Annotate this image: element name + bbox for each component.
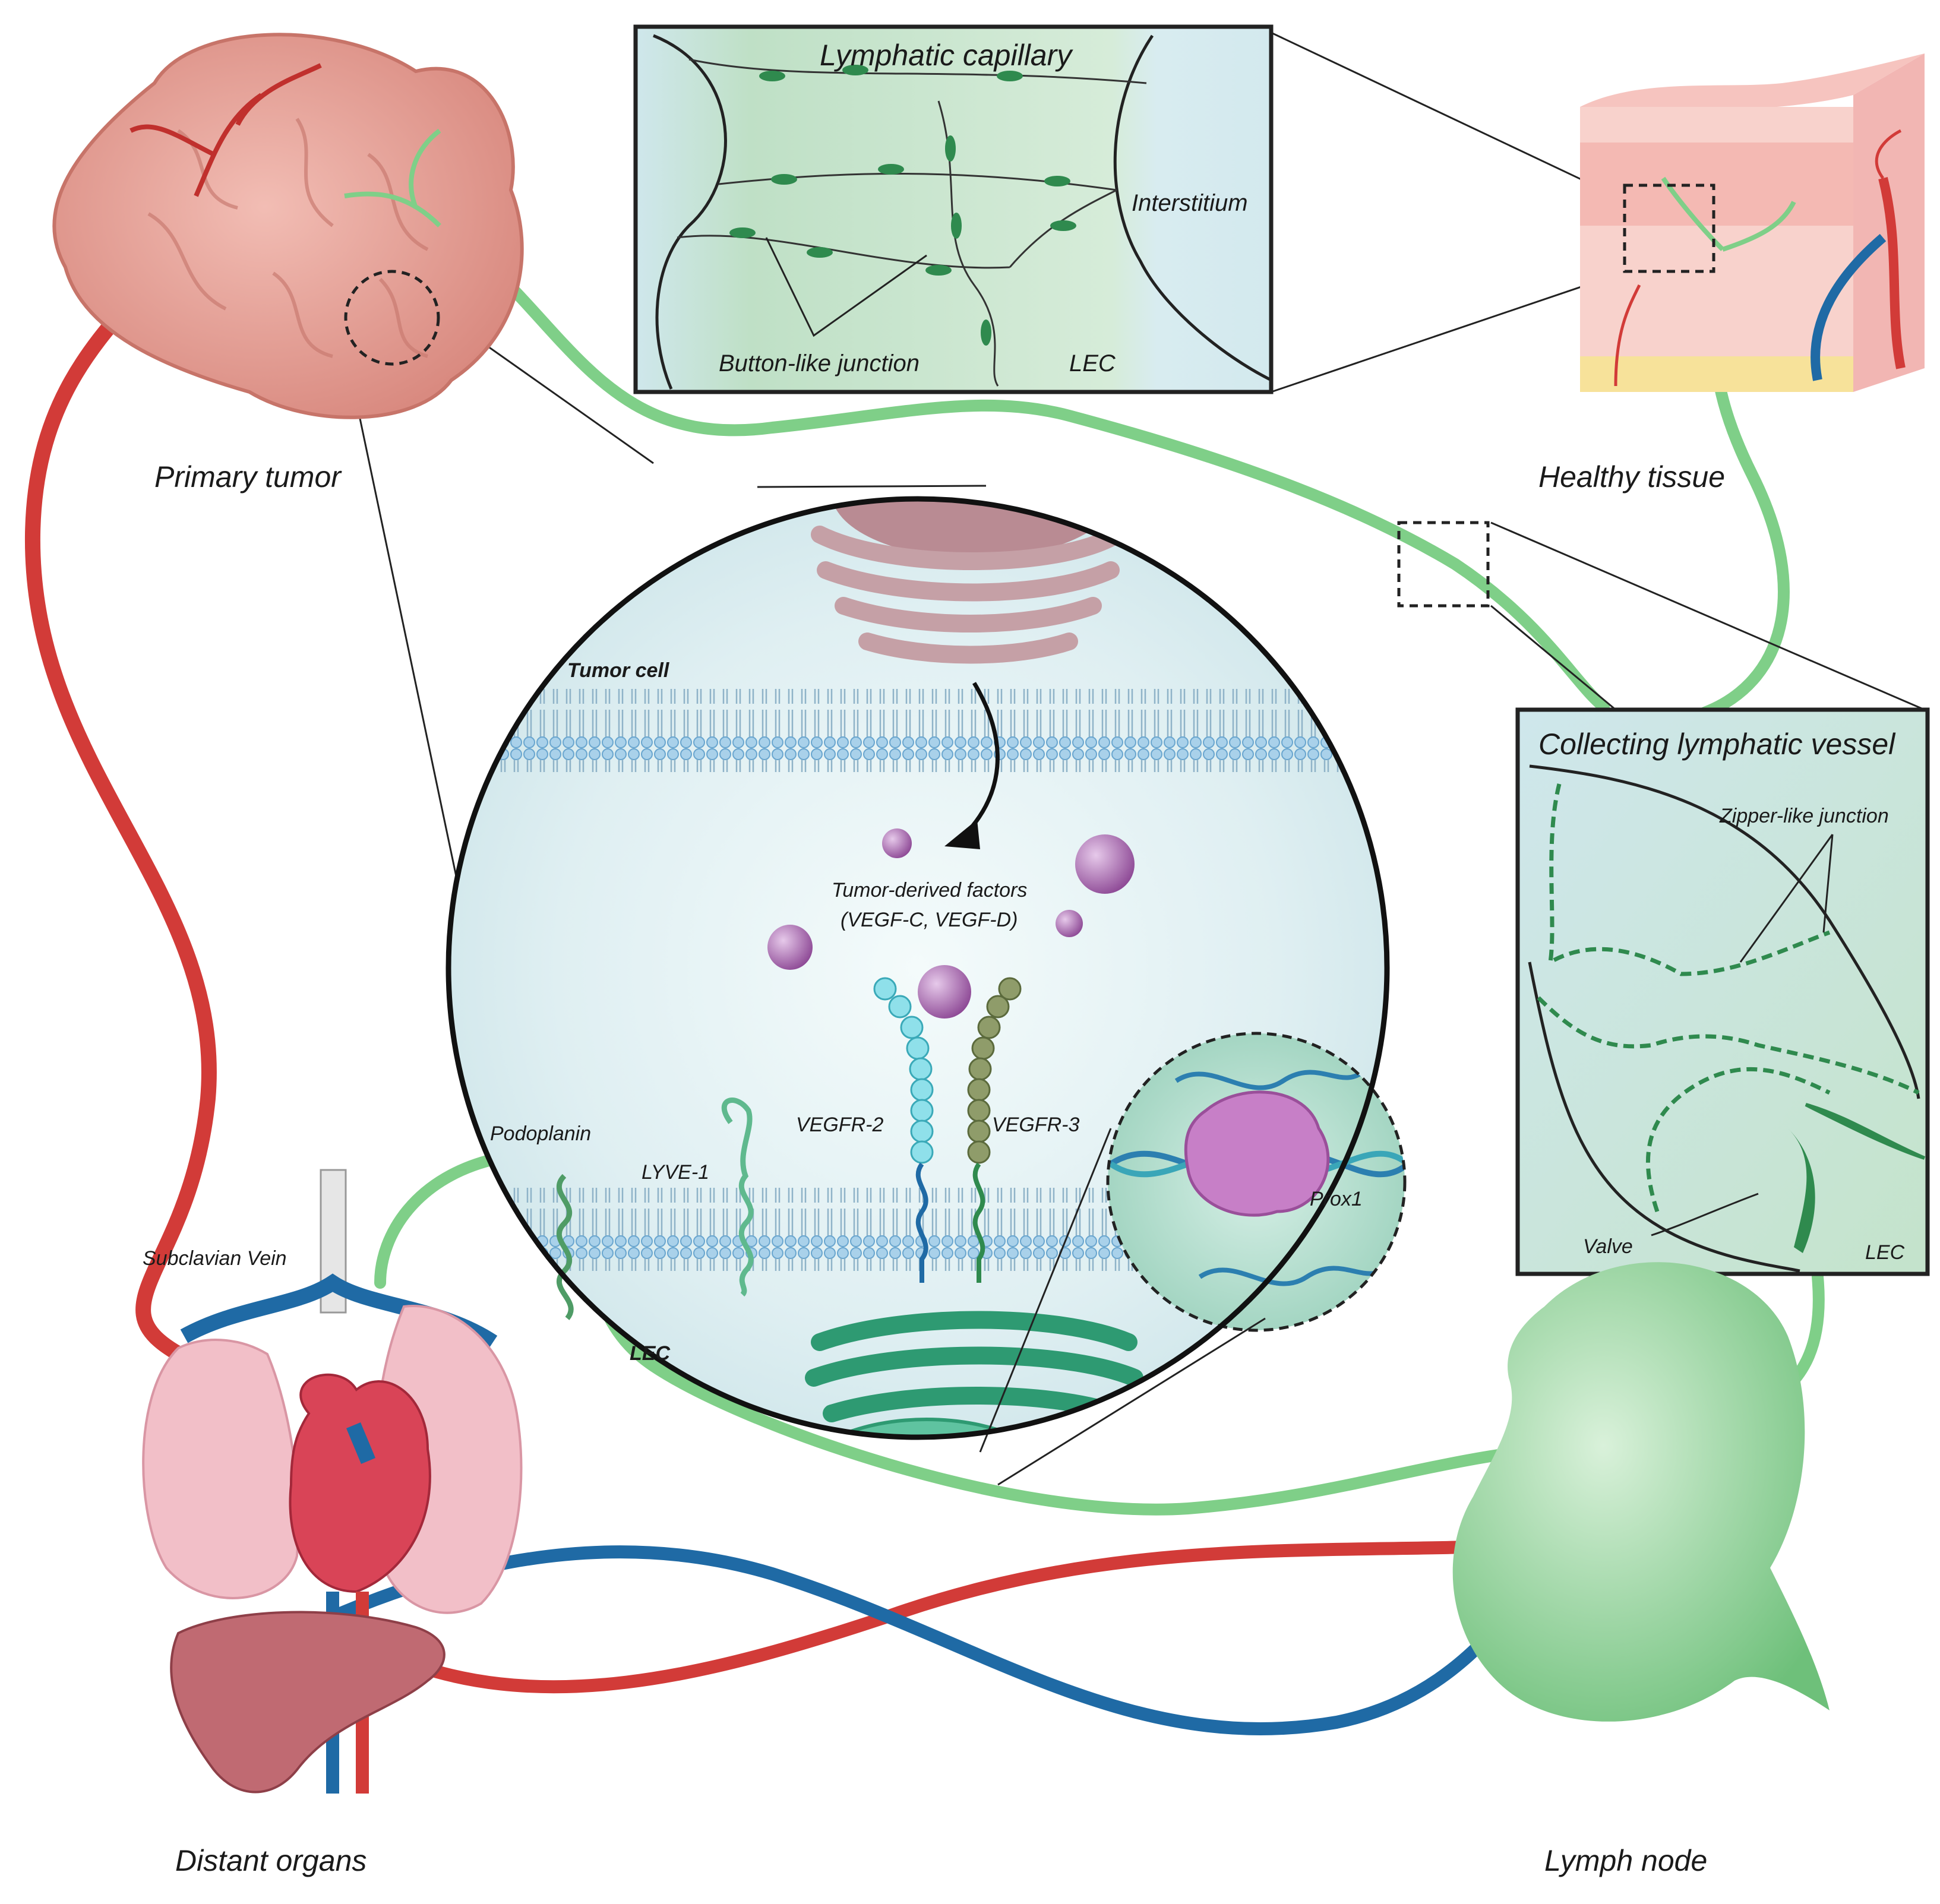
label-tumor-factors-2: (VEGF-C, VEGF-D) (841, 909, 1018, 931)
label-lec-collecting: LEC (1865, 1241, 1905, 1264)
heart (289, 1373, 431, 1593)
heart-vena-cava (346, 1422, 375, 1464)
collecting-panel-box (1515, 707, 1930, 1276)
zipper-junction-3 (1646, 1067, 1831, 1213)
lyve1-protein (721, 1098, 754, 1297)
label-lyve1: LYVE-1 (642, 1161, 709, 1184)
tumor-mass (52, 33, 524, 419)
zipper-junction-1 (1547, 783, 1831, 976)
factor-3 (767, 925, 813, 970)
tissue-dermis (1580, 143, 1853, 226)
distant-organs: Subclavian Vein Distant organs (142, 1169, 523, 1877)
lung-left (142, 1339, 299, 1599)
prox1-connector-1 (979, 1128, 1112, 1453)
dna-strand-3 (1174, 1067, 1368, 1090)
prox1-connector-2 (997, 1317, 1266, 1486)
label-collecting-vessel: Collecting lymphatic vessel (1538, 728, 1896, 761)
label-tumor-factors-1: Tumor-derived factors (832, 879, 1027, 902)
valve-leaflet-1 (1788, 1128, 1815, 1253)
valve-pointer (1651, 1193, 1759, 1236)
tissue-vein (1811, 233, 1887, 381)
factor-1 (882, 828, 912, 858)
vegfr2-helix (915, 1162, 928, 1283)
tissue-capillaries (1614, 129, 1902, 387)
label-lymphatic-capillary: Lymphatic capillary (820, 39, 1073, 72)
zipper-pointer (1739, 834, 1834, 963)
tissue-fat-layer (1580, 356, 1853, 392)
molecular-detail-circle: Tumor cell Tumor-derived factors (VEGF-C… (445, 496, 1407, 1486)
artery-to-tumor (24, 188, 217, 1368)
capillary-wall-left (653, 34, 727, 390)
tissue-zoom-box (1623, 184, 1715, 273)
label-tumor-cell: Tumor cell (567, 659, 670, 682)
label-valve: Valve (1583, 1235, 1633, 1258)
healthy-tissue: Healthy tissue (1538, 53, 1925, 494)
label-interstitium: Interstitium (1132, 190, 1248, 216)
factor-2 (1075, 834, 1135, 894)
primary-tumor: Primary tumor (52, 33, 524, 494)
collecting-vessel-panel: Collecting lymphatic vessel Zipper-like … (1515, 707, 1930, 1276)
lec-nucleus (794, 1418, 1059, 1437)
podoplanin-protein (556, 1174, 574, 1320)
vegfr3-helix (972, 1162, 985, 1283)
capillary-wall-right (1113, 34, 1272, 382)
label-vegfr3: VEGFR-3 (992, 1114, 1079, 1136)
label-healthy-tissue: Healthy tissue (1538, 460, 1725, 494)
lymph-node-shape (1452, 1262, 1830, 1722)
button-junctions (729, 65, 1076, 346)
tumor-cell-membrane (448, 689, 1387, 772)
tumor-golgi (811, 526, 1126, 664)
dna-strand-4 (1198, 1263, 1392, 1286)
tumor-blood-vessel (129, 63, 322, 197)
prox1-protein (1184, 1090, 1330, 1217)
lymphatic-capillary-panel: Lymphatic capillary Interstitium Button-… (633, 24, 1274, 394)
label-subclavian-vein: Subclavian Vein (143, 1247, 287, 1270)
zipper-junction-2 (1537, 996, 1920, 1095)
blood-artery-loop (374, 1538, 1551, 1694)
lymph-vessel-to-subclavian (374, 1152, 505, 1289)
secretion-arrowhead (944, 820, 980, 849)
label-lec-capillary: LEC (1069, 350, 1116, 377)
tumor-lymph-vessel (344, 128, 441, 227)
collecting-wall-bottom (1528, 962, 1800, 1273)
tumor-cell-nucleus (832, 499, 1117, 558)
vegfr2-receptor (873, 977, 934, 1164)
collecting-wall-top (1529, 764, 1920, 1099)
button-junction-pointer (765, 237, 927, 337)
liver (170, 1611, 445, 1794)
label-primary-tumor: Primary tumor (154, 460, 342, 494)
valve-leaflet-2 (1805, 1103, 1926, 1160)
collecting-zoom-box (1397, 521, 1490, 608)
label-button-like-junction: Button-like junction (719, 350, 920, 377)
tissue-top (1580, 53, 1925, 110)
label-prox1: Prox1 (1310, 1188, 1363, 1210)
label-podoplanin: Podoplanin (490, 1122, 591, 1145)
capillary-panel-box (633, 24, 1274, 394)
prox1-inset (979, 1032, 1407, 1486)
factor-4 (1056, 910, 1083, 937)
tissue-artery (1878, 177, 1906, 369)
tumor-zoom-circle (344, 270, 440, 366)
label-vegfr2: VEGFR-2 (796, 1114, 883, 1136)
label-zipper-like-junction: Zipper-like junction (1719, 805, 1889, 827)
vegfr3-receptor (967, 977, 1022, 1164)
lymph-node: Lymph node (1452, 1262, 1830, 1877)
factor-bound (918, 965, 971, 1019)
label-lec-center: LEC (630, 1342, 670, 1365)
label-lymph-node: Lymph node (1544, 1844, 1707, 1877)
lymph-vessel-tumor-to-healthy (434, 220, 1610, 713)
label-distant-organs: Distant organs (175, 1844, 366, 1877)
circle-border (445, 496, 1390, 1440)
